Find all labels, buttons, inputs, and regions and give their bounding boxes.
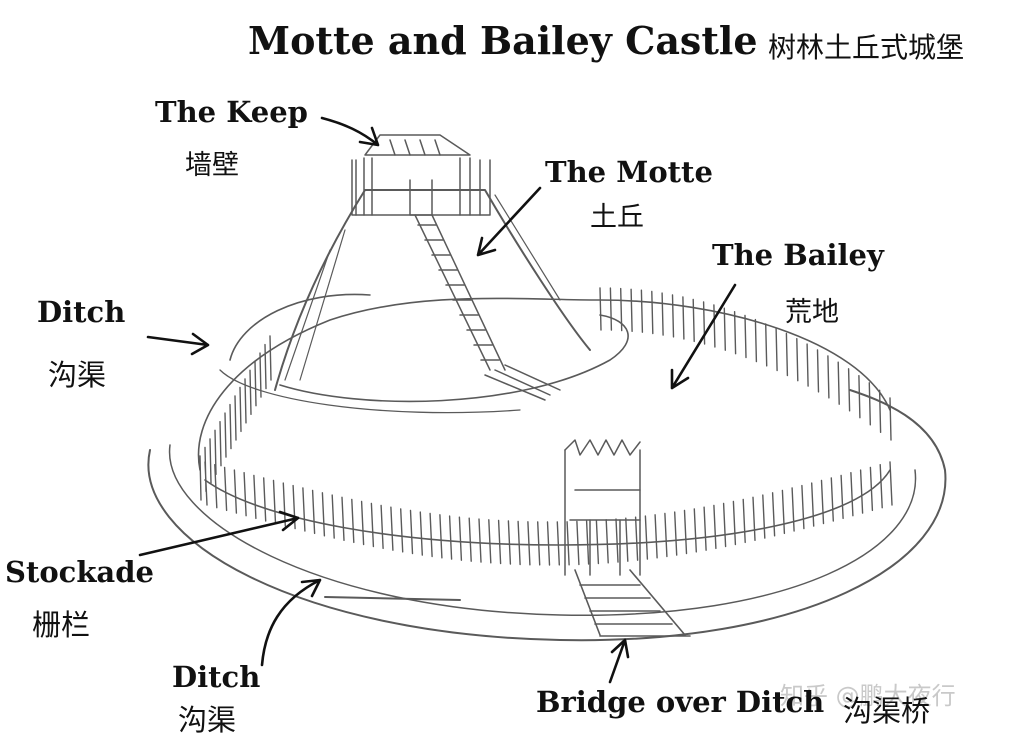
outer-ditch-ring-inner — [168, 444, 917, 616]
bailey-arrow — [670, 283, 737, 390]
diagram-title-chinese: 树林土丘式城堡 — [768, 31, 965, 64]
label-keep: The Keep — [155, 95, 308, 129]
label-bridge-chinese: 沟渠桥 — [843, 694, 931, 728]
label-motte-chinese: 土丘 — [590, 202, 644, 233]
motte-palisade — [284, 194, 561, 381]
watermark: 知乎 @鹏大夜行 — [780, 682, 956, 710]
label-stockade: Stockade — [5, 555, 154, 589]
bridge — [574, 569, 691, 637]
bailey-wall-front-top — [204, 469, 891, 546]
motte-base-ring — [229, 293, 629, 403]
keep-tower — [351, 134, 491, 216]
label-ditch-lower: Ditch — [172, 660, 261, 694]
label-motte: The Motte — [545, 155, 713, 189]
motte-base-ring-2 — [219, 369, 521, 414]
bailey-wall-top — [197, 297, 891, 471]
motte-arrow — [476, 186, 542, 257]
stockade-arrow — [138, 510, 300, 557]
stockade-posts — [199, 287, 893, 566]
label-bailey-chinese: 荒地 — [785, 297, 839, 328]
label-bailey: The Bailey — [712, 238, 884, 272]
label-ditch-upper-chinese: 沟渠 — [48, 358, 107, 392]
motte-mound — [274, 189, 591, 391]
label-bridge: Bridge over Ditch — [536, 685, 825, 719]
label-stockade-chinese: 栅栏 — [32, 608, 91, 642]
label-ditch-upper: Ditch — [37, 295, 126, 329]
gatehouse — [564, 439, 641, 576]
outer-ditch-ring — [147, 389, 947, 642]
label-keep-chinese: 墙壁 — [185, 150, 239, 181]
ditch-lower-arrow — [260, 578, 322, 667]
bailey-stockade — [199, 287, 893, 566]
label-ditch-lower-chinese: 沟渠 — [178, 703, 237, 737]
ditch-text-line — [324, 596, 461, 601]
ditch-upper-arrow — [146, 332, 210, 356]
keep-arrow — [320, 116, 380, 147]
diagram-title: Motte and Bailey Castle — [248, 18, 758, 63]
bridge-arrow — [608, 638, 630, 684]
motte-stairs — [414, 214, 561, 401]
